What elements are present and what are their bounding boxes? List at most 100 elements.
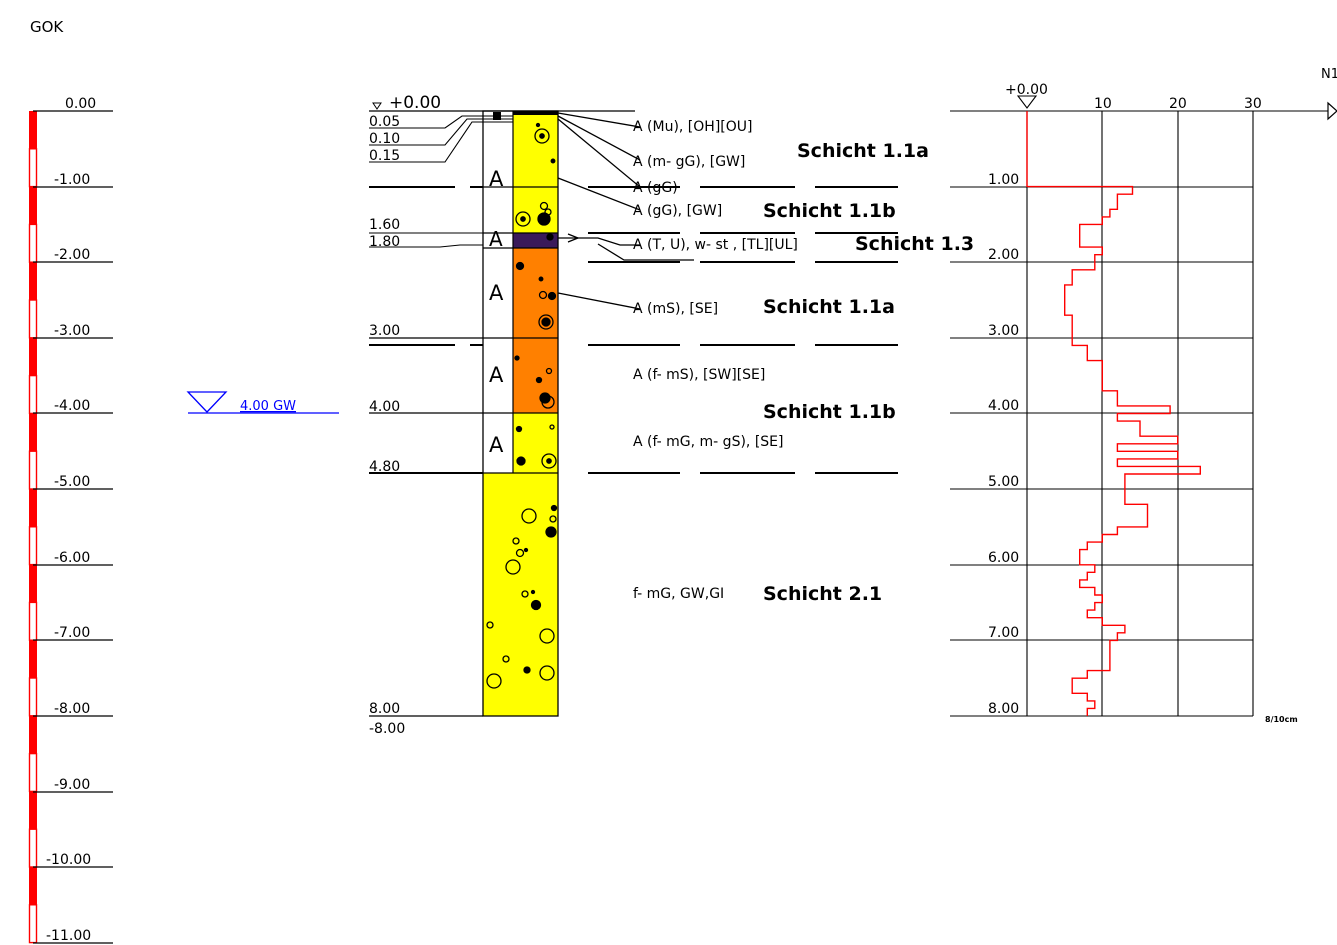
soil-description: A (Mu), [OH][OU] xyxy=(633,119,752,135)
depth-bar-segment xyxy=(29,489,37,528)
page-title: GOK xyxy=(30,18,64,36)
layer-depth-label: 0.10 xyxy=(369,131,400,147)
soil-description: A (gG) xyxy=(633,180,678,196)
borehole-profile: +0.00 A A A A A xyxy=(369,93,974,737)
soil-letter: A xyxy=(489,363,504,387)
groundwater-label: 4.00 GW xyxy=(240,399,296,414)
layer-depth-labels: 0.05 0.10 0.15 1.60 1.80 3.00 4.00 4.80 … xyxy=(369,114,405,737)
layer-depth-label: 0.15 xyxy=(369,148,400,164)
depth-bar-segment xyxy=(29,715,37,755)
layer-name: Schicht 1.1a xyxy=(763,296,895,318)
y-tick-label: 5.00 xyxy=(988,474,1019,490)
soil-description: A (mS), [SE] xyxy=(633,301,718,317)
layer-name: Schicht 1.1b xyxy=(763,401,896,423)
layer-fill xyxy=(483,473,558,716)
depth-label: -11.00 xyxy=(46,928,91,944)
layer-name: Schicht 2.1 xyxy=(763,583,882,605)
depth-label: -3.00 xyxy=(54,323,90,339)
y-tick-label: 7.00 xyxy=(988,625,1019,641)
soil-description: A (f- mS), [SW][SE] xyxy=(633,367,765,383)
depth-label: 0.00 xyxy=(65,96,96,112)
layer-fill xyxy=(513,248,558,413)
profile-bottom-label: -8.00 xyxy=(369,721,405,737)
chart-title: N1 xyxy=(1321,67,1337,82)
depth-bar-segment xyxy=(29,791,37,830)
soil-description: f- mG, GW,GI xyxy=(633,586,724,602)
unit-label: 8/10cm xyxy=(1265,715,1298,724)
penetration-chart: N1 +0.00 10 20 30 1.00 2.00 3.00 4.00 5.… xyxy=(950,67,1337,724)
depth-label: -6.00 xyxy=(54,550,90,566)
chart-depth-labels: 1.00 2.00 3.00 4.00 5.00 6.00 7.00 8.00 xyxy=(988,172,1019,717)
depth-bar-segment xyxy=(28,374,38,415)
layer-depth-label: 4.80 xyxy=(369,459,400,475)
depth-bar-segment xyxy=(29,413,37,452)
depth-label: -5.00 xyxy=(54,474,90,490)
depth-bar-segment xyxy=(29,867,37,906)
soil-letter: A xyxy=(489,281,504,305)
layer-depth-label: 4.00 xyxy=(369,399,400,415)
layer-fill xyxy=(513,111,558,115)
depth-bar-segment xyxy=(29,262,37,301)
y-tick-label: 4.00 xyxy=(988,398,1019,414)
depth-bar-segment xyxy=(29,186,37,225)
depth-label: -1.00 xyxy=(54,172,90,188)
soil-description: A (gG), [GW] xyxy=(633,203,722,219)
depth-bar-segment xyxy=(28,299,38,339)
layer-depth-label: 1.60 xyxy=(369,217,400,233)
gravel-symbols xyxy=(486,122,558,689)
layer-names: Schicht 1.1a Schicht 1.1b Schicht 1.3 Sc… xyxy=(763,140,974,605)
soil-letter: A xyxy=(489,227,503,251)
soil-letter: A xyxy=(489,433,504,457)
depth-axis: 0.00 -1.00 -2.00 -3.00 -4.00 -5.00 -6.00… xyxy=(28,96,113,944)
y-tick-label: 6.00 xyxy=(988,550,1019,566)
chart-grid xyxy=(950,110,1328,717)
layer-depth-label: 1.80 xyxy=(369,234,400,250)
y-tick-label: 3.00 xyxy=(988,323,1019,339)
depth-bar-segment xyxy=(28,752,38,793)
depth-label: -2.00 xyxy=(54,247,90,263)
depth-bar-segment xyxy=(28,601,38,641)
depth-label: -9.00 xyxy=(54,777,90,793)
depth-bar-segment xyxy=(28,450,38,490)
soil-descriptions: A (Mu), [OH][OU] A (m- gG), [GW] A (gG) … xyxy=(633,119,798,602)
layer-name: Schicht 1.1b xyxy=(763,200,896,222)
depth-label: -4.00 xyxy=(54,398,90,414)
depth-label: -10.00 xyxy=(46,852,91,868)
soil-description: A (T, U), w- st , [TL][UL] xyxy=(633,237,798,253)
soil-description: A (f- mG, m- gS), [SE] xyxy=(633,434,783,450)
y-tick-label: 2.00 xyxy=(988,247,1019,263)
layer-name: Schicht 1.1a xyxy=(797,140,929,162)
layer-depth-label: 0.05 xyxy=(369,114,400,130)
series-line xyxy=(1027,185,1202,716)
chart-top-label: +0.00 xyxy=(1005,82,1048,98)
depth-bar-segment xyxy=(28,904,38,944)
layer-depth-label: 3.00 xyxy=(369,323,400,339)
depth-bar-segment xyxy=(28,223,38,263)
origin-marker-icon xyxy=(1016,95,1038,109)
depth-bar-segment xyxy=(29,640,37,679)
top-marker-icon xyxy=(372,102,382,110)
depth-bar-segment xyxy=(28,526,38,566)
groundwater-triangle-icon xyxy=(186,391,228,413)
profile-top-label: +0.00 xyxy=(389,93,441,113)
layer-depth-label: 8.00 xyxy=(369,701,400,717)
soil-description: A (m- gG), [GW] xyxy=(633,154,745,170)
depth-bar-segment xyxy=(29,337,37,377)
depth-bar-segment xyxy=(28,148,38,188)
y-tick-label: 1.00 xyxy=(988,172,1019,188)
soil-letter: A xyxy=(489,167,504,191)
depth-bar-segment xyxy=(29,564,37,603)
y-tick-label: 8.00 xyxy=(988,701,1019,717)
layer-name: Schicht 1.3 xyxy=(855,233,974,255)
x-axis-arrow-icon xyxy=(1327,101,1337,121)
depth-bar-segment xyxy=(28,828,38,868)
depth-scale-bar xyxy=(28,111,38,944)
depth-bar-segment xyxy=(28,677,38,717)
depth-axis-ticks: 0.00 -1.00 -2.00 -3.00 -4.00 -5.00 -6.00… xyxy=(33,96,113,944)
groundwater-marker: 4.00 GW xyxy=(186,391,339,414)
x-tick-label: 20 xyxy=(1169,96,1187,112)
depth-label: -8.00 xyxy=(54,701,90,717)
x-tick-label: 10 xyxy=(1094,96,1112,112)
depth-label: -7.00 xyxy=(54,625,90,641)
